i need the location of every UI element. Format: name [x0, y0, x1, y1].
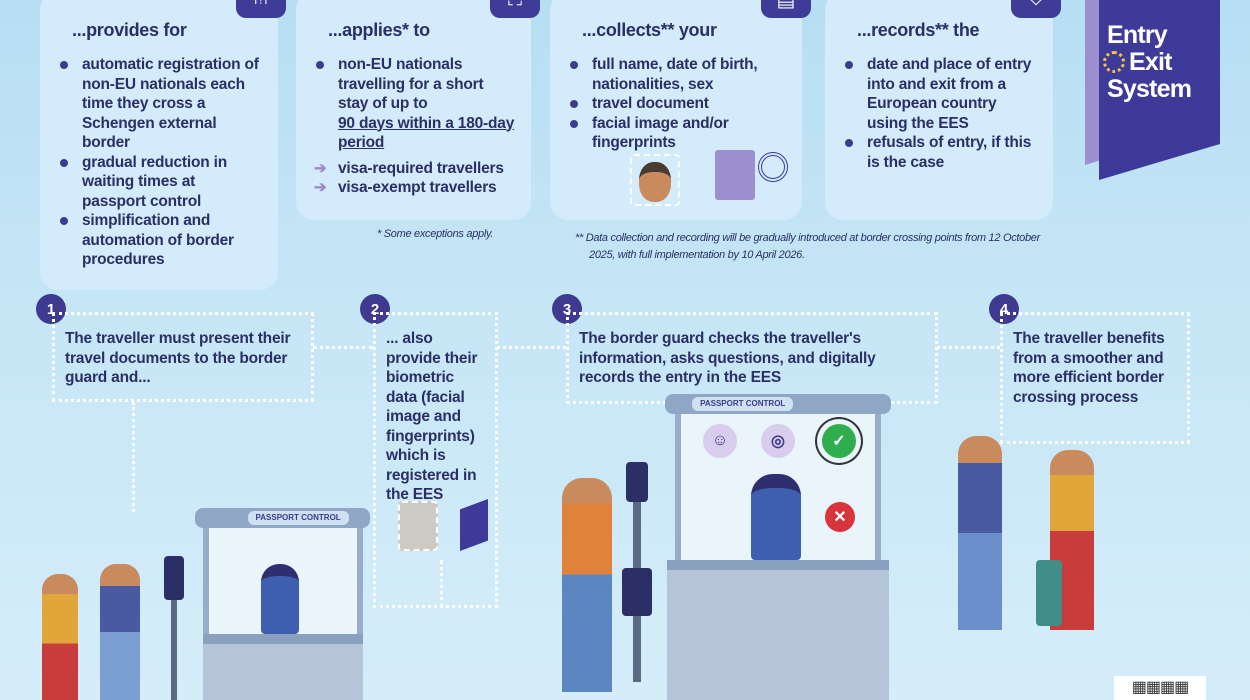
list-item: facial image and/or fingerprints — [568, 114, 786, 153]
card-title: ...records** the — [857, 20, 980, 40]
traveller-at-kiosk — [562, 478, 612, 692]
list-item: automatic registration of non-EU nationa… — [58, 55, 262, 153]
qr-code[interactable]: ▦▦▦▦ — [1114, 676, 1206, 700]
document-scan-icon: ▤ — [761, 0, 811, 18]
traveller-scan-icon: ⛶ — [490, 0, 540, 18]
step-4-box: The traveller benefits from a smoother a… — [1000, 312, 1190, 444]
step-3-box: The border guard checks the traveller's … — [566, 312, 938, 404]
card-title: ...provides for — [72, 20, 187, 40]
face-icon — [398, 501, 438, 551]
logo-line3: System — [1107, 75, 1192, 103]
list-item: travel document — [568, 94, 786, 114]
fingerprint-icon — [758, 152, 788, 182]
connector — [313, 346, 373, 349]
step-1-box: The traveller must present their travel … — [52, 312, 314, 402]
passport-booth-large: PASSPORT CONTROL ☺ ◎ ✓ ✕ — [665, 394, 891, 700]
list-item: full name, date of birth, nationalities,… — [568, 55, 786, 94]
card-applies-to: ⛶ ...applies* to non-EU nationals travel… — [296, 0, 540, 220]
traveller-woman — [42, 574, 78, 700]
shield-icon: ⛨ — [1011, 0, 1061, 18]
biometric-data-icon — [715, 150, 755, 200]
network-icon: ⛙ — [236, 0, 286, 18]
connector — [440, 560, 443, 608]
connector — [132, 402, 135, 512]
fingerprint-scanner — [622, 568, 652, 616]
logo-line2: Exit — [1129, 48, 1172, 76]
suitcase — [1036, 560, 1062, 626]
booth-sign: PASSPORT CONTROL — [247, 511, 349, 525]
exceptions-note: * Some exceptions apply. — [377, 228, 494, 240]
arrow-item: visa-exempt travellers — [314, 178, 515, 198]
logo-line1: Entry — [1107, 21, 1168, 49]
step-text: The traveller must present their travel … — [65, 330, 291, 386]
step-number: 4 — [989, 294, 1019, 324]
card-title: ...applies* to — [328, 20, 430, 40]
traveller-man-happy — [958, 436, 1002, 630]
rejected-x-icon: ✕ — [825, 502, 855, 532]
stay-period: 90 days within a 180-day period — [338, 114, 515, 152]
item-text: non-EU nationals travelling for a short … — [338, 56, 484, 112]
ees-logo: Entry Exit System — [1085, 0, 1220, 180]
traveller-man — [100, 564, 140, 700]
step-text: ... also provide their biometric data (f… — [386, 330, 478, 503]
face-scan-icon: ☺ — [703, 424, 737, 458]
arrow-item: visa-required travellers — [314, 159, 515, 179]
card-collects: ▤ ...collects** your full name, date of … — [550, 0, 811, 220]
card-records: ⛨ ...records** the date and place of ent… — [825, 0, 1061, 220]
step-text: The traveller benefits from a smoother a… — [1013, 330, 1165, 406]
fingerprint-badge-icon — [460, 499, 488, 551]
step-text: The border guard checks the traveller's … — [579, 330, 876, 386]
list-item: gradual reduction in waiting times at pa… — [58, 153, 262, 212]
eu-stars-icon — [1103, 51, 1125, 73]
list-item: date and place of entry into and exit fr… — [843, 55, 1037, 133]
connector — [497, 346, 566, 349]
booth-sign: PASSPORT CONTROL — [692, 397, 794, 411]
rollout-note: ** Data collection and recording will be… — [575, 232, 1040, 261]
connector — [937, 346, 1000, 349]
passport-booth-small: PASSPORT CONTROL — [195, 508, 370, 700]
border-guard — [261, 564, 299, 634]
step-number: 1 — [36, 294, 66, 324]
list-item: refusals of entry, if this is the case — [843, 133, 1037, 172]
step-2-box: ... also provide their biometric data (f… — [373, 312, 498, 608]
border-guard — [751, 474, 801, 560]
card-title: ...collects** your — [582, 20, 717, 40]
fingerprint-icon: ◎ — [761, 424, 795, 458]
list-item: simplification and automation of border … — [58, 211, 262, 270]
list-item: non-EU nationals travelling for a short … — [314, 55, 515, 153]
face-scan-illustration — [630, 154, 680, 206]
biometric-kiosk — [622, 462, 652, 682]
card-provides-for: ⛙ ...provides for automatic registration… — [40, 0, 286, 290]
kiosk-small — [164, 556, 184, 700]
approved-check-icon: ✓ — [822, 424, 856, 458]
